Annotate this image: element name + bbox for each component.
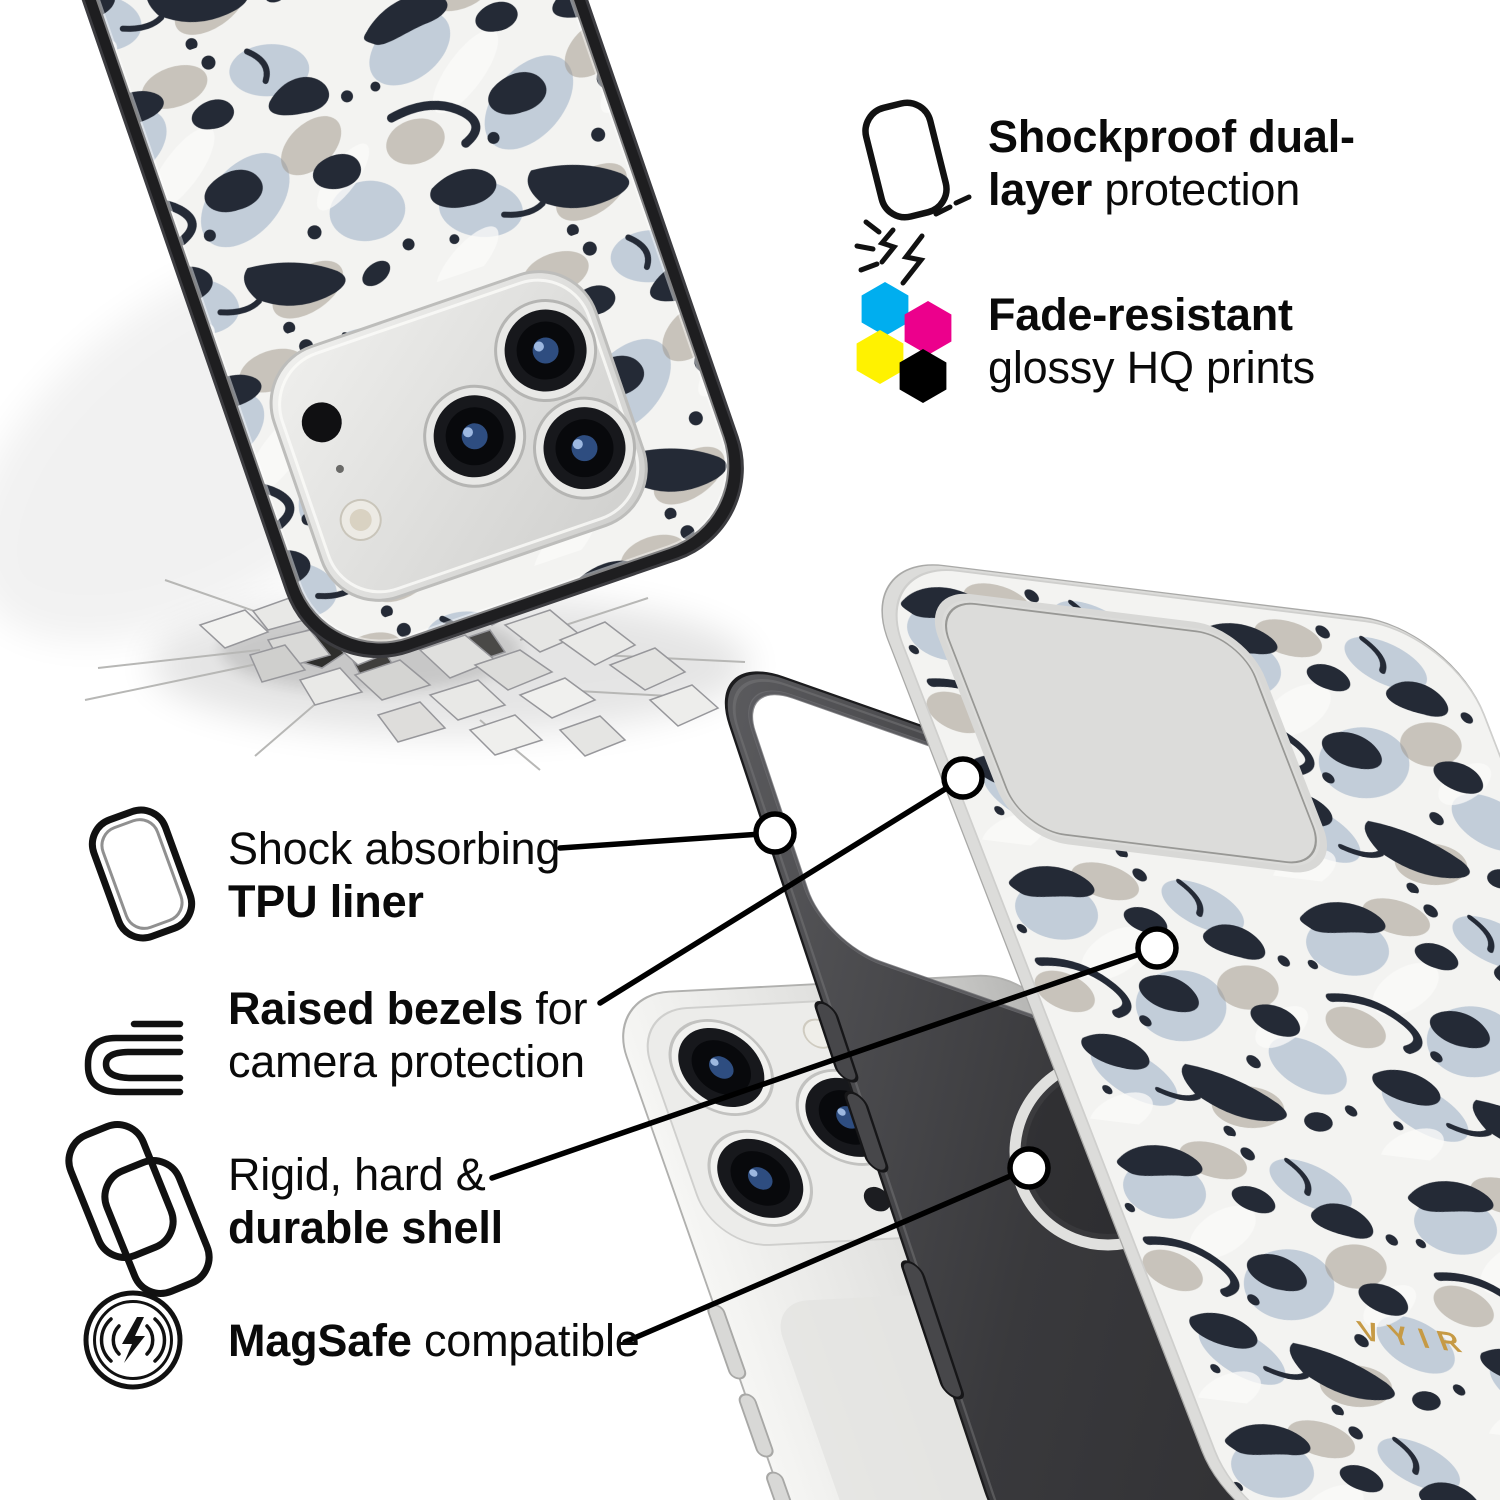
feature-line: glossy HQ prints bbox=[988, 342, 1315, 393]
magsafe-icon bbox=[83, 1290, 183, 1390]
shockproof-case-icon bbox=[854, 99, 972, 286]
feature-line: durable shell bbox=[228, 1202, 503, 1253]
callout-dot-magsafe bbox=[1007, 1146, 1051, 1190]
feature-tpu-liner: Shock absorbing TPU liner bbox=[228, 822, 560, 928]
camera-lens bbox=[533, 396, 637, 500]
cmyk-print-icon bbox=[856, 282, 952, 403]
feature-magsafe: MagSafe compatible bbox=[228, 1314, 640, 1367]
feature-line: camera protection bbox=[228, 1036, 585, 1087]
callout-lines bbox=[489, 775, 1160, 1345]
feature-line: TPU liner bbox=[228, 876, 424, 927]
magenta-hexagon bbox=[904, 301, 952, 355]
feature-line: Shock absorbing bbox=[228, 823, 561, 874]
callout-dot-tpu bbox=[753, 811, 797, 855]
mic-hole bbox=[335, 464, 344, 473]
printed-shell-render: VYIR bbox=[881, 564, 1500, 1500]
cyan-hexagon bbox=[861, 282, 909, 336]
exploded-view-render: VYIR bbox=[489, 564, 1500, 1500]
callout-dot-shell bbox=[1135, 926, 1179, 970]
feature-line: Rigid, hard & bbox=[228, 1149, 486, 1200]
callout-dot-bezel bbox=[941, 756, 985, 800]
feature-fade-resistant: Fade-resistant glossy HQ prints bbox=[988, 288, 1315, 394]
feature-line: Shockproof dual- bbox=[988, 111, 1355, 162]
camera-lens bbox=[494, 299, 598, 403]
camera-module bbox=[269, 270, 648, 602]
tpu-liner-icon bbox=[88, 806, 196, 942]
lidar-sensor bbox=[301, 402, 342, 443]
phone-side-buttons bbox=[707, 1304, 802, 1500]
feature-line: MagSafe compatible bbox=[228, 1315, 640, 1366]
raised-bezel-icon bbox=[84, 1020, 184, 1096]
liner-button-cutouts bbox=[814, 1001, 964, 1400]
camera-lens bbox=[423, 384, 527, 488]
callout-dots bbox=[753, 756, 1179, 1190]
durable-shell-icon bbox=[65, 1121, 213, 1297]
feature-shockproof: Shockproof dual- layer protection bbox=[988, 110, 1355, 216]
yellow-hexagon bbox=[856, 330, 904, 384]
falling-case-render bbox=[0, 0, 744, 659]
black-hexagon bbox=[899, 349, 947, 403]
feature-line: Fade-resistant bbox=[988, 289, 1293, 340]
feature-raised-bezels: Raised bezels for camera protection bbox=[228, 982, 587, 1088]
feature-line: Raised bezels for bbox=[228, 983, 588, 1034]
feature-line: layer protection bbox=[988, 164, 1301, 215]
feature-durable-shell: Rigid, hard & durable shell bbox=[228, 1148, 503, 1254]
